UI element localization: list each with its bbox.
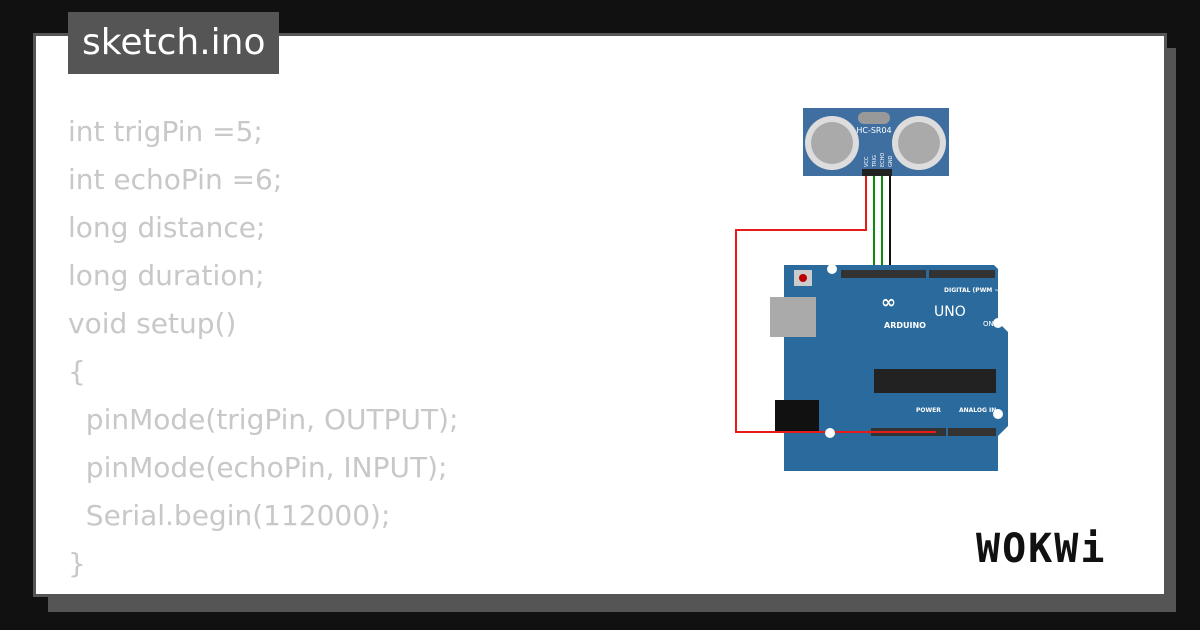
ultrasonic-sensor: HC-SR04 VCC TRIG ECHO GND	[803, 108, 949, 176]
svg-text:∞: ∞	[881, 292, 896, 313]
code-line: int echoPin =6;	[68, 163, 283, 196]
arduino-uno-board: DIGITAL (PWM ~) ∞ ARDUINO UNO ON POWER A…	[736, 264, 1008, 471]
code-line: Serial.begin(112000);	[68, 499, 391, 532]
code-line: long duration;	[68, 259, 265, 292]
circuit-diagram: HC-SR04 VCC TRIG ECHO GND DIGITAL (PWM ~…	[735, 108, 1008, 471]
on-label: ON	[983, 320, 994, 328]
file-tab[interactable]: sketch.ino	[68, 12, 280, 74]
code-line: void setup()	[68, 307, 237, 340]
sensor-pin-vcc-label: VCC	[864, 156, 870, 167]
digital-label: DIGITAL (PWM ~)	[944, 287, 1002, 294]
sensor-pin-echo-label: ECHO	[880, 153, 886, 167]
code-line: pinMode(trigPin, OUTPUT);	[68, 403, 459, 436]
analog-label: ANALOG IN	[959, 407, 996, 414]
code-line: {	[68, 355, 86, 388]
power-label: POWER	[916, 407, 941, 414]
code-line: long distance;	[68, 211, 266, 244]
wokwi-logo: WOKWi	[976, 526, 1107, 572]
code-line: pinMode(echoPin, INPUT);	[68, 451, 448, 484]
code-line: void loop()	[68, 588, 458, 594]
sensor-pin-gnd-label: GND	[888, 155, 894, 167]
code-line: int trigPin =5;	[68, 115, 263, 148]
code-line: }	[68, 547, 86, 580]
sensor-pin-trig-label: TRIG	[872, 155, 878, 168]
brand-label: ARDUINO	[884, 321, 926, 330]
code-preview: int trigPin =5; int echoPin =6; long dista…	[68, 108, 459, 594]
trig-wire	[873, 176, 886, 271]
sensor-label: HC-SR04	[856, 126, 891, 135]
echo-wire	[881, 176, 950, 271]
preview-card: int trigPin =5; int echoPin =6; long dista…	[33, 33, 1167, 597]
model-label: UNO	[934, 304, 966, 320]
